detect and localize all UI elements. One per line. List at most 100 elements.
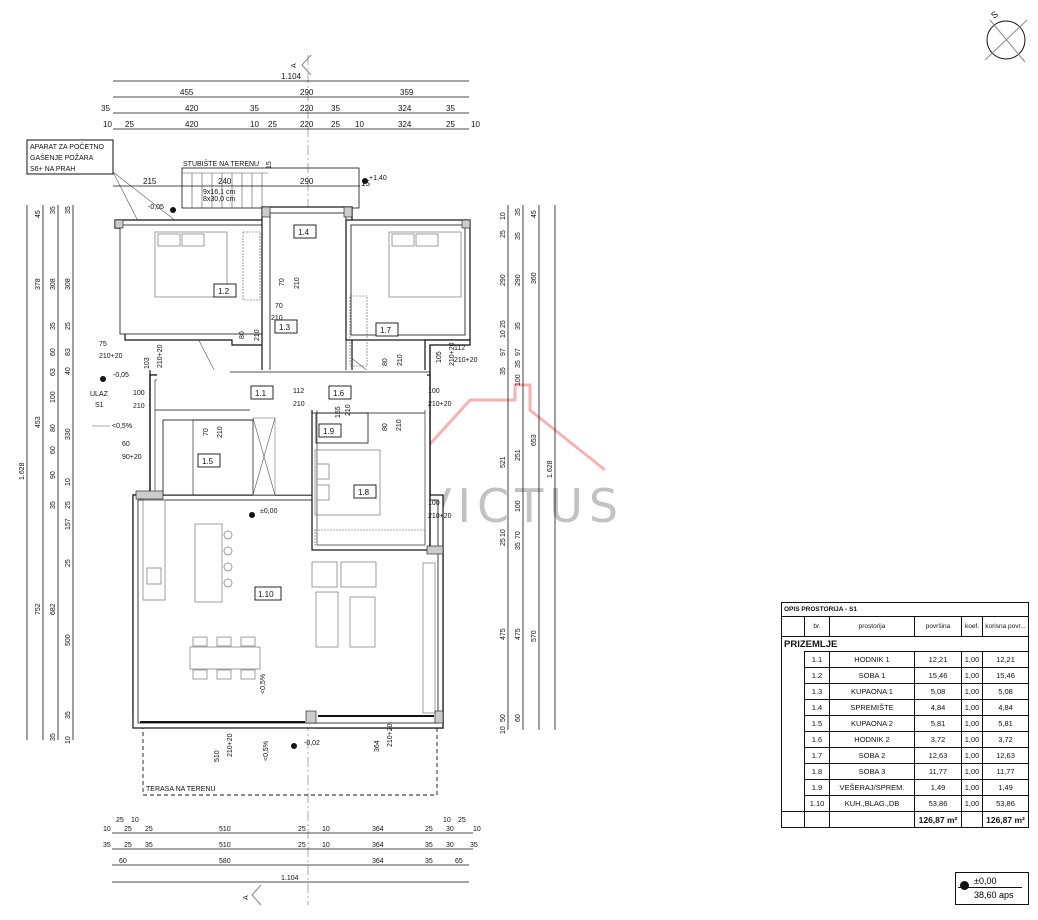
svg-text:70: 70 [515, 531, 522, 539]
svg-text:210: 210 [294, 277, 301, 289]
svg-text:10: 10 [322, 826, 330, 833]
room-label-1-1: 1.1 [255, 389, 267, 398]
cell-area: 4,84 [914, 699, 962, 716]
cell-useful: 11,77 [982, 763, 1029, 780]
svg-text:100: 100 [428, 500, 440, 507]
room-label-1-6: 1.6 [333, 389, 345, 398]
svg-text:475: 475 [515, 628, 522, 640]
svg-text:80: 80 [382, 358, 389, 366]
svg-text:10: 10 [500, 726, 507, 734]
svg-text:215: 215 [143, 177, 157, 186]
svg-text:210+20: 210+20 [449, 342, 456, 366]
cell-useful: 4,84 [982, 699, 1029, 716]
svg-text:35: 35 [425, 842, 433, 849]
cell-name: KUH.,BLAG.,DB [829, 795, 915, 812]
svg-text:35: 35 [515, 232, 522, 240]
svg-text:210: 210 [293, 401, 305, 408]
svg-text:364: 364 [374, 740, 381, 752]
svg-text:10: 10 [500, 212, 507, 220]
svg-text:10: 10 [443, 817, 451, 824]
svg-text:25: 25 [268, 120, 277, 129]
cell-area: 15,46 [914, 667, 962, 684]
svg-text:455: 455 [180, 88, 194, 97]
svg-text:155: 155 [335, 406, 342, 418]
cell-useful: 12,63 [982, 747, 1029, 764]
svg-text:A: A [243, 895, 250, 900]
svg-text:<0,5%: <0,5% [260, 674, 267, 694]
svg-text:35: 35 [515, 322, 522, 330]
svg-text:25: 25 [124, 842, 132, 849]
svg-text:50: 50 [500, 714, 507, 722]
right-dimensions: 10 25 290 25 10 97 35 521 10 25 475 50 1… [500, 205, 556, 734]
svg-text:35: 35 [145, 842, 153, 849]
svg-text:570: 570 [531, 630, 538, 642]
cell-name: SOBA 1 [829, 667, 915, 684]
svg-text:103: 103 [144, 357, 151, 369]
svg-text:35: 35 [50, 206, 57, 214]
svg-text:35: 35 [500, 367, 507, 375]
svg-text:30: 30 [446, 826, 454, 833]
svg-text:210: 210 [217, 426, 224, 438]
svg-text:10: 10 [250, 120, 259, 129]
svg-text:420: 420 [185, 104, 199, 113]
cell-coef: 1,00 [961, 747, 983, 764]
svg-text:30: 30 [446, 842, 454, 849]
svg-text:A: A [291, 63, 298, 68]
exterior-stair: STUBIŠTE NA TERENU 9x16,1 cm 8x30,0 cm 2… [113, 159, 370, 209]
svg-text:105: 105 [436, 351, 443, 363]
cell-area: 3,72 [914, 731, 962, 748]
svg-text:25: 25 [500, 230, 507, 238]
svg-text:<0,5%: <0,5% [112, 423, 132, 430]
svg-text:210+20: 210+20 [454, 357, 478, 364]
section-mark-bottom: A [243, 884, 262, 906]
svg-text:308: 308 [50, 278, 57, 290]
svg-text:360: 360 [531, 272, 538, 284]
elevation-absolute: 38,60 aps [974, 890, 1014, 900]
cell-no: 1.1 [804, 651, 830, 668]
svg-text:25: 25 [500, 538, 507, 546]
room-label-1-2: 1.2 [218, 287, 230, 296]
svg-text:682: 682 [50, 603, 57, 615]
cell-coef: 1,00 [961, 715, 983, 732]
svg-text:210: 210 [271, 315, 283, 322]
svg-text:510: 510 [219, 842, 231, 849]
cell-no: 1.3 [804, 683, 830, 700]
cell-area: 12,63 [914, 747, 962, 764]
svg-text:63: 63 [50, 368, 57, 376]
svg-text:S1: S1 [95, 402, 104, 409]
top-dimensions: 1.104 455 290 359 35 420 35 220 35 324 3… [101, 72, 480, 130]
svg-text:70: 70 [279, 278, 286, 286]
svg-text:210+20: 210+20 [99, 353, 123, 360]
svg-text:210: 210 [397, 354, 404, 366]
svg-text:112: 112 [454, 345, 465, 352]
cell-area: 5,81 [914, 715, 962, 732]
cell-no: 1.5 [804, 715, 830, 732]
svg-text:1.104: 1.104 [281, 875, 299, 882]
svg-text:35: 35 [446, 104, 455, 113]
svg-text:580: 580 [219, 858, 231, 865]
svg-text:8x30,0 cm: 8x30,0 cm [203, 196, 235, 203]
svg-text:500: 500 [65, 634, 72, 646]
cell-name: SPREMIŠTE [829, 699, 915, 716]
svg-text:210+20: 210+20 [227, 733, 234, 757]
svg-text:364: 364 [372, 826, 384, 833]
cell-coef: 1,00 [961, 779, 983, 796]
cell-no: 1.2 [804, 667, 830, 684]
svg-text:210+20: 210+20 [387, 723, 394, 747]
elevation-level: ±0,00 [974, 876, 997, 886]
room-label-1-7: 1.7 [380, 326, 392, 335]
building-walls [114, 206, 471, 729]
cell-name: SOBA 3 [829, 763, 915, 780]
svg-text:330: 330 [65, 428, 72, 440]
svg-text:25: 25 [331, 120, 340, 129]
cell-coef: 1,00 [961, 795, 983, 812]
svg-text:<0,5%: <0,5% [263, 741, 270, 761]
